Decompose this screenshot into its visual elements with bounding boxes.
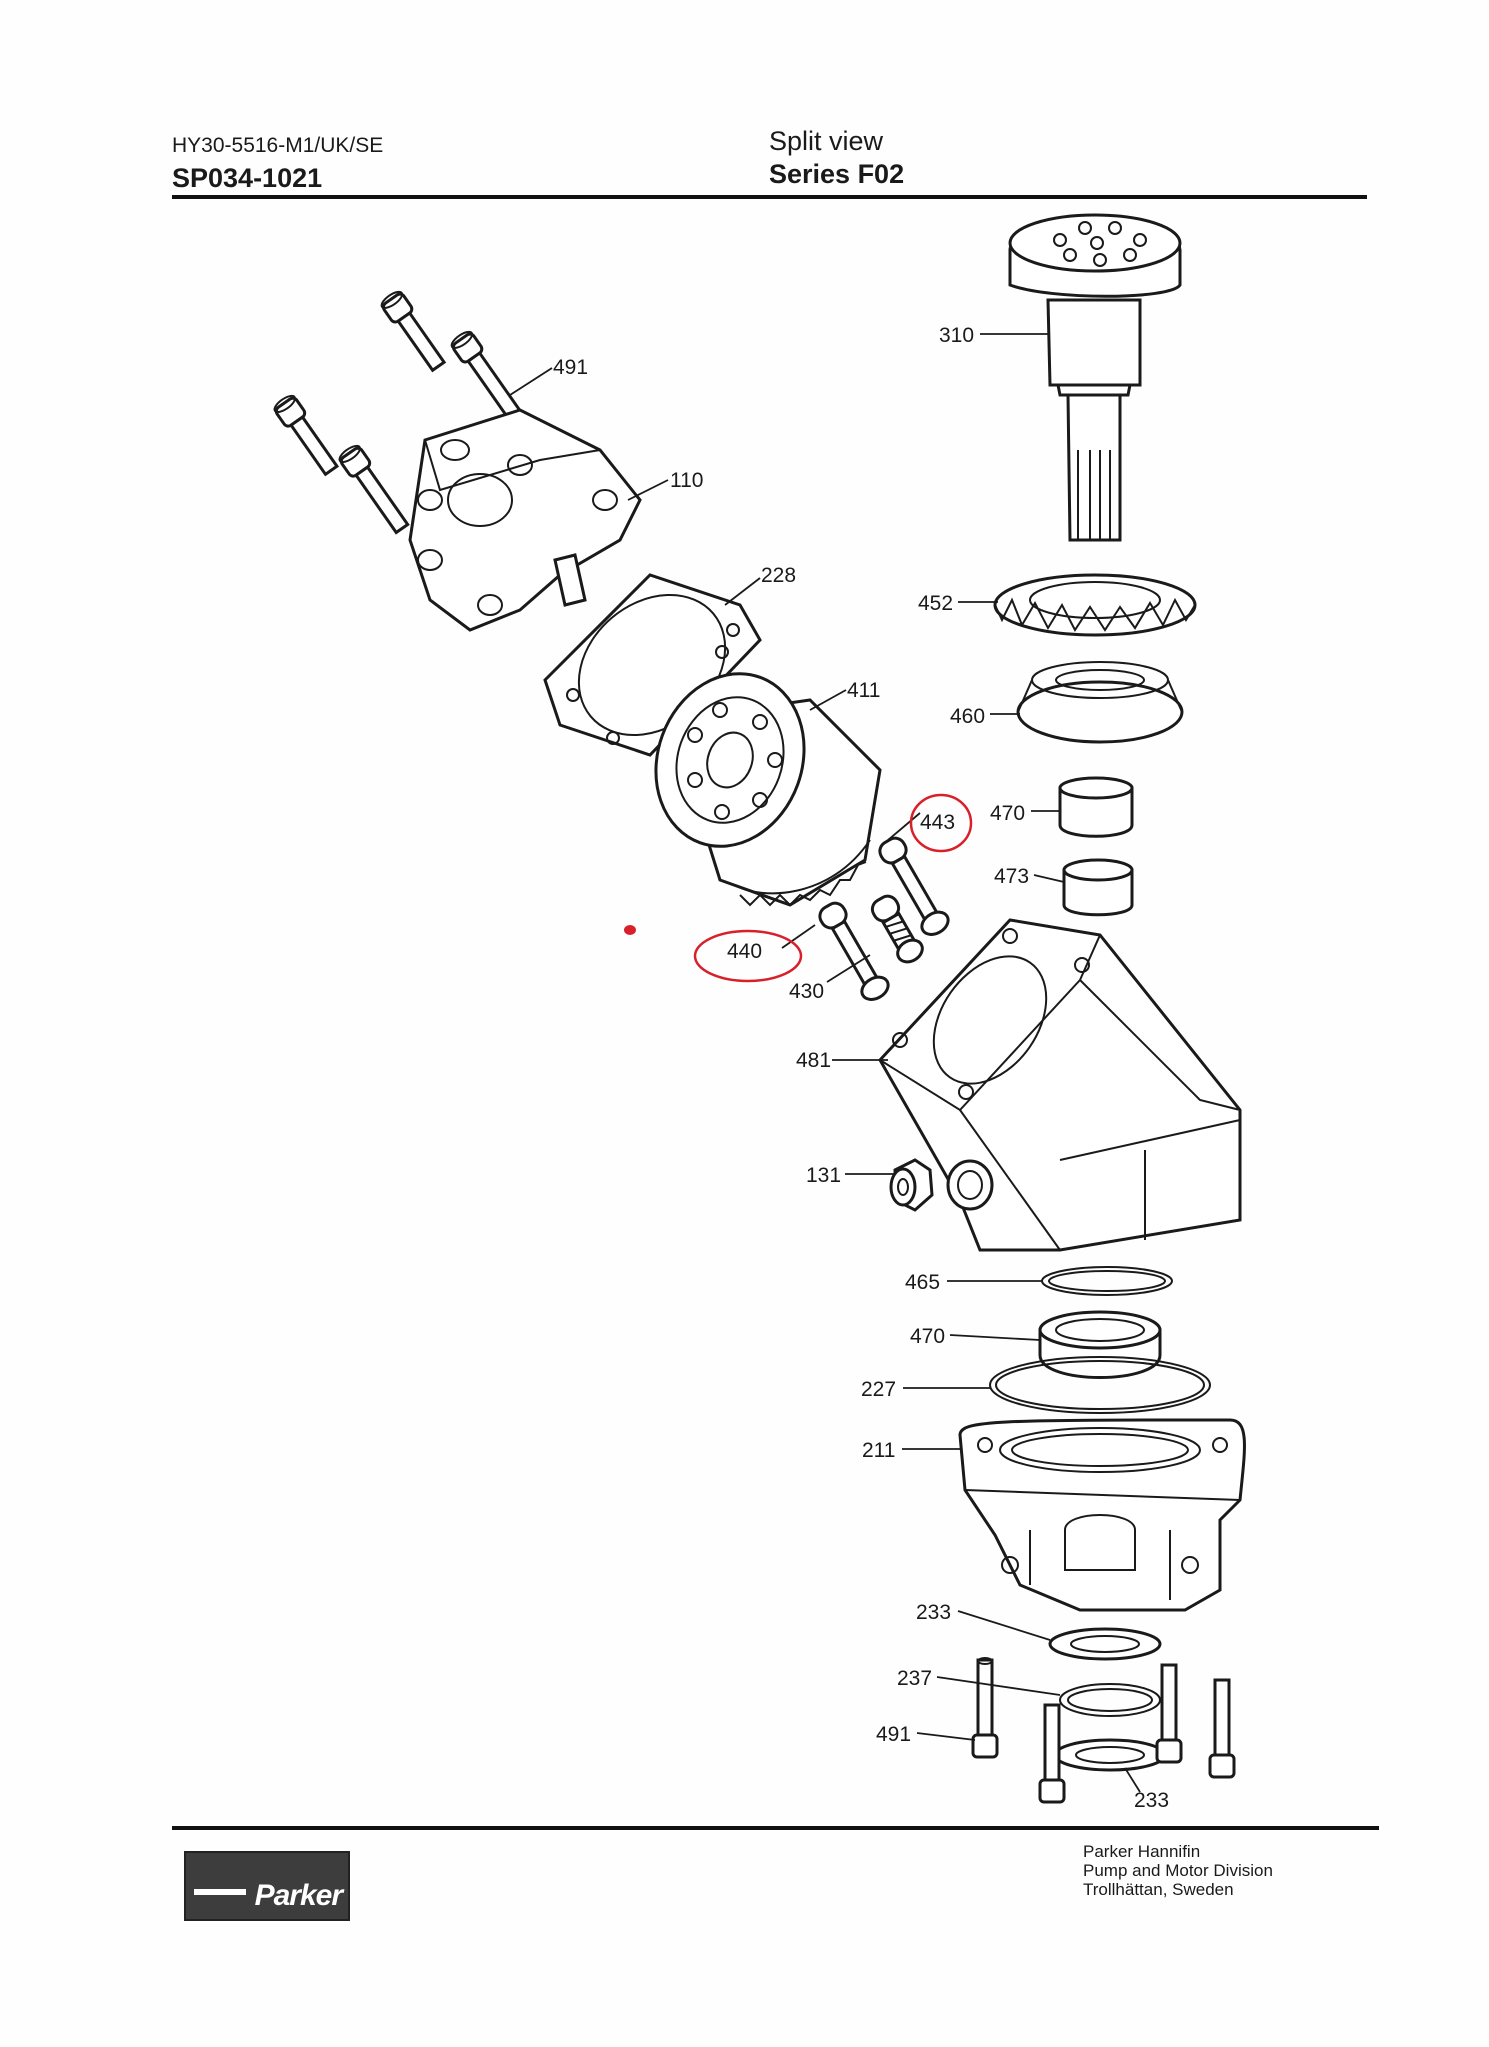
footer-rule — [172, 1826, 1379, 1830]
red-dot-mark — [624, 925, 636, 935]
shaft-seal-233-top — [1048, 1627, 1162, 1661]
leader-lines — [509, 333, 1141, 1793]
screws-491-top — [273, 290, 522, 535]
callout-491-bottom: 491 — [876, 1723, 911, 1746]
callout-481: 481 — [796, 1049, 831, 1072]
screws-491-bottom — [971, 1657, 1236, 1804]
callout-430: 430 — [789, 980, 824, 1003]
piston-440 — [818, 901, 890, 1001]
callout-491-top: 491 — [553, 356, 588, 379]
piston-443 — [878, 836, 950, 936]
circlip-465 — [1041, 1266, 1173, 1296]
callout-237: 237 — [897, 1667, 932, 1690]
bushing-470 — [1058, 776, 1134, 838]
highlight-circle-440 — [693, 929, 803, 983]
gasket-228 — [543, 573, 762, 757]
bearing-460 — [1016, 661, 1184, 744]
callout-452: 452 — [918, 592, 953, 615]
bevel-gear-452 — [993, 573, 1197, 637]
drive-shaft-310 — [1008, 213, 1182, 542]
logo-wordmark: Parker — [254, 1879, 343, 1912]
series-title: Series F02 — [769, 159, 905, 189]
callout-460: 460 — [950, 705, 985, 728]
footer-company: Parker Hannifin — [1083, 1842, 1201, 1861]
flange-cover-110 — [408, 408, 642, 632]
view-title: Split view — [769, 126, 884, 156]
housing-481 — [878, 918, 1242, 1252]
plug-131 — [889, 1158, 934, 1212]
callout-310: 310 — [939, 324, 974, 347]
footer-address: Parker Hannifin Pump and Motor Division … — [1083, 1842, 1273, 1899]
roller-bearing-470 — [1038, 1310, 1162, 1379]
footer-division: Pump and Motor Division — [1083, 1861, 1273, 1880]
highlight-circle-443 — [909, 793, 973, 853]
parker-logo: Parker — [184, 1851, 350, 1921]
callout-411: 411 — [847, 679, 880, 702]
footer-location: Trollhättan, Sweden — [1083, 1880, 1234, 1899]
callout-227: 227 — [861, 1378, 896, 1401]
callout-233-top: 233 — [916, 1601, 951, 1624]
callout-131: 131 — [806, 1164, 841, 1187]
callout-473: 473 — [994, 865, 1029, 888]
piston-430 — [870, 894, 924, 964]
bushing-473 — [1062, 858, 1134, 917]
callout-211: 211 — [862, 1439, 895, 1462]
header-rule — [172, 195, 1367, 199]
document-number: SP034-1021 — [172, 163, 323, 193]
callout-228: 228 — [761, 564, 796, 587]
document-code: HY30-5516-M1/UK/SE — [172, 134, 384, 157]
callout-labels: 491 110 228 411 443 440 430 481 131 310 … — [553, 324, 1169, 1812]
callout-470-top: 470 — [990, 802, 1025, 825]
highlight-marks — [624, 793, 973, 983]
callout-440: 440 — [727, 940, 762, 963]
cylinder-barrel-411 — [654, 672, 882, 907]
retaining-ring-237 — [1059, 1683, 1161, 1717]
end-cap-211 — [958, 1418, 1246, 1612]
logo-stripe — [194, 1889, 246, 1895]
callout-470-bottom: 470 — [910, 1325, 945, 1348]
callout-443: 443 — [920, 811, 955, 834]
shaft-seal-233-bottom — [1053, 1738, 1167, 1772]
o-ring-227 — [989, 1356, 1211, 1414]
callout-465: 465 — [905, 1271, 940, 1294]
callout-110: 110 — [670, 469, 703, 492]
callout-233-bottom: 233 — [1134, 1789, 1169, 1812]
